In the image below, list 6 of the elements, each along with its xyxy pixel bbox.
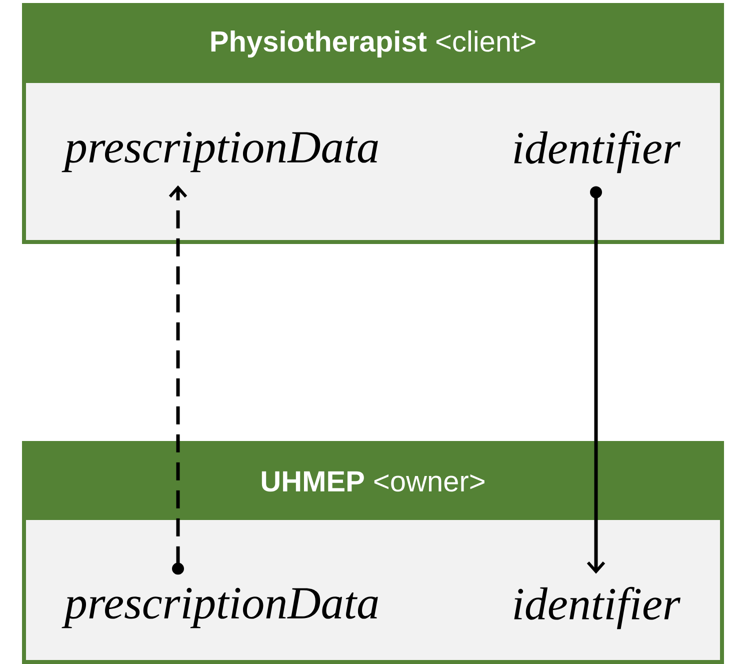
attribute-text: prescriptionData: [62, 588, 378, 628]
attribute-text: identifier: [514, 130, 681, 174]
attribute-text: prescriptionData: [62, 132, 378, 172]
arrow: [586, 186, 606, 574]
arrow: [168, 185, 188, 575]
attribute-text: identifier: [514, 586, 681, 630]
